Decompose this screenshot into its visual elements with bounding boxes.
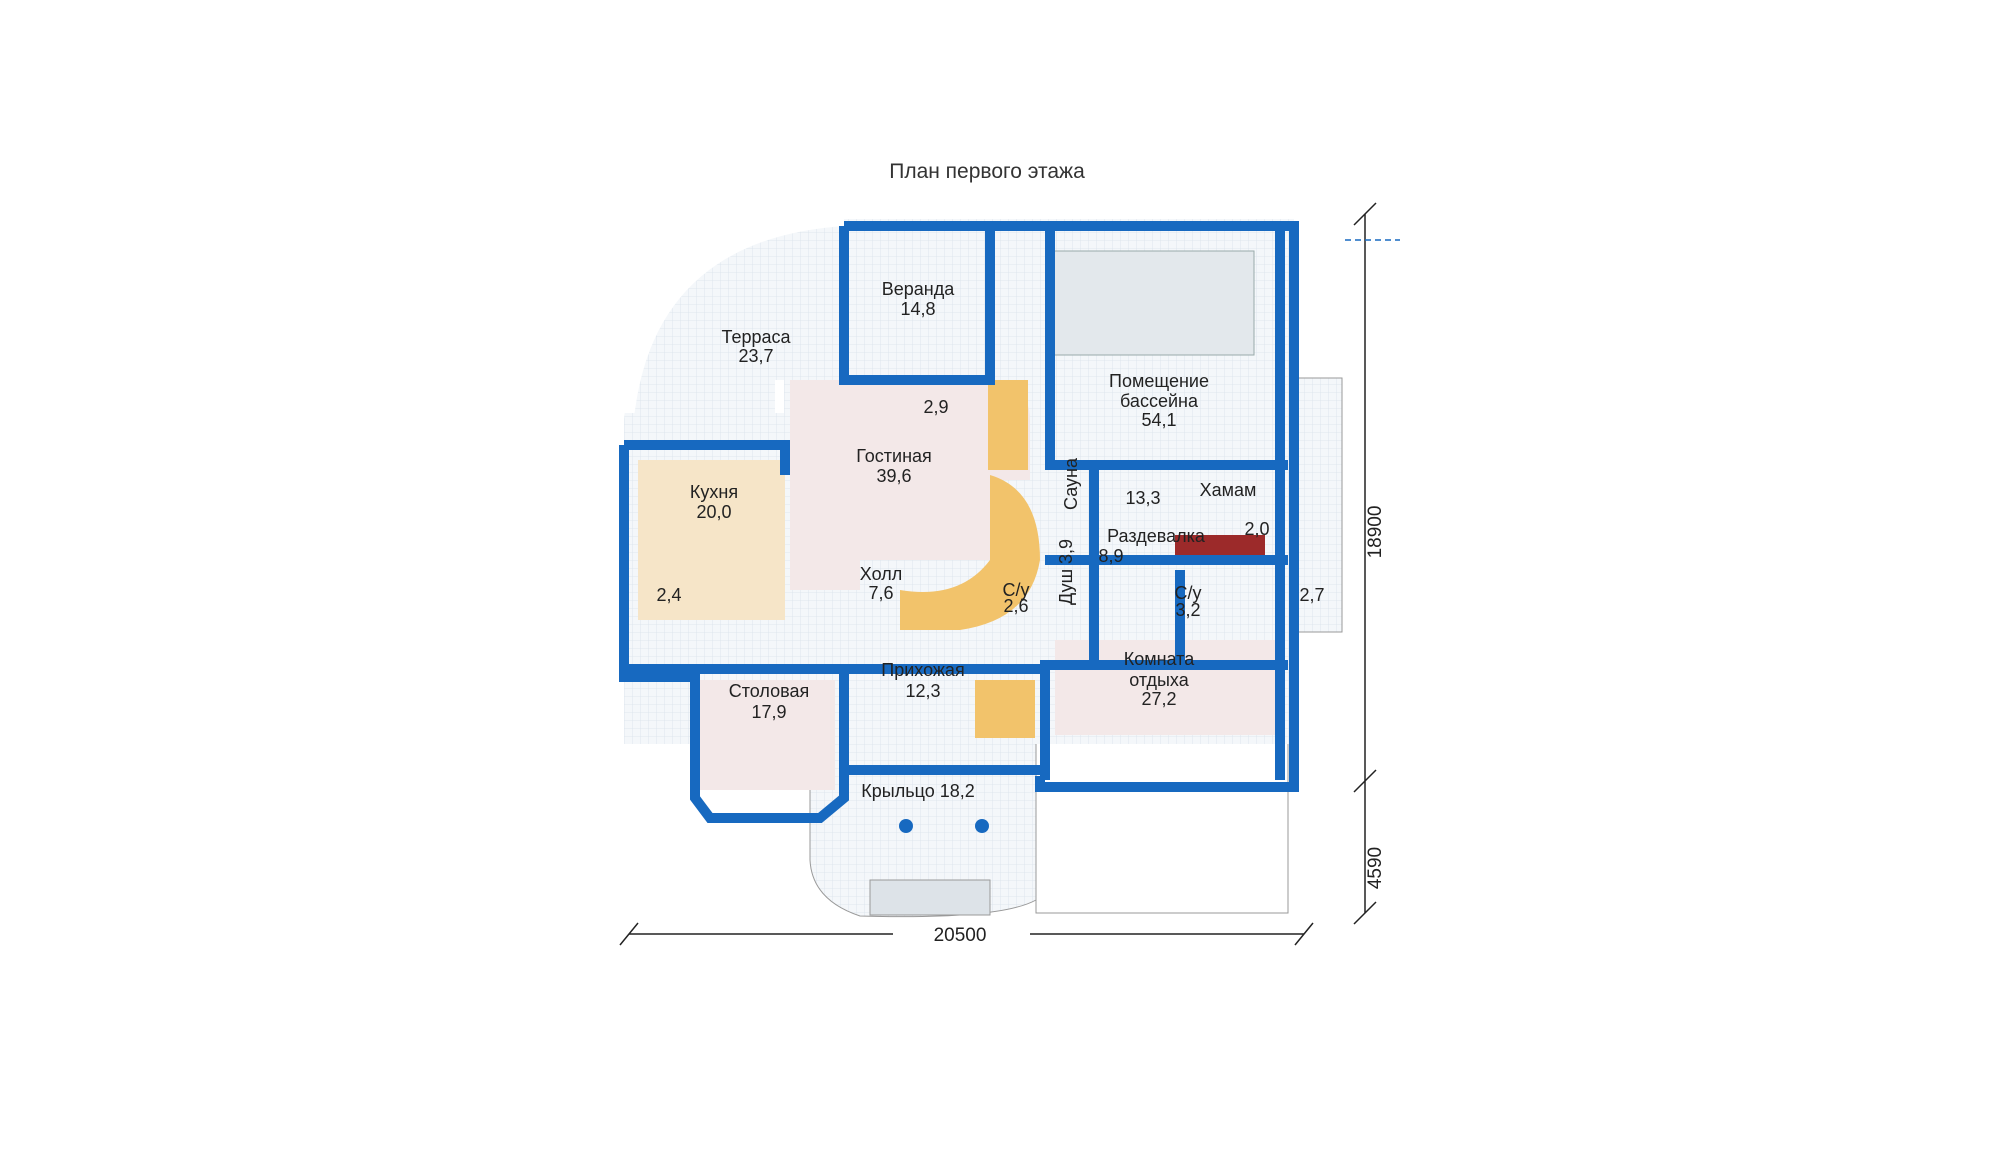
dining-label: Столовая [729,681,810,701]
area-2-4: 2,4 [656,585,681,605]
veranda-label: Веранда [882,279,955,299]
living-area: 39,6 [876,466,911,486]
shower-label: Душ 3,9 [1056,539,1076,605]
terrace-label: Терраса [721,327,791,347]
porch-label: Крыльцо 18,2 [861,781,974,801]
entry-label: Прихожая [881,660,964,680]
hall-area: 7,6 [868,583,893,603]
room-labels: Веранда 14,8 Терраса 23,7 2,9 Гостиная 3… [656,279,1324,801]
depth-extra-dimension: 4590 [1365,847,1386,889]
area-2-7: 2,7 [1299,585,1324,605]
sauna-label: Сауна [1061,457,1081,510]
plan-title: План первого этажа [889,160,1085,183]
column-icon [899,819,913,833]
wc2-label: С/у [1175,583,1202,603]
walls [619,221,1299,823]
hall-label: Холл [860,564,902,584]
rest-label-2: отдыха [1129,670,1190,690]
kitchen-label: Кухня [690,482,738,502]
entry-stairs [975,680,1035,738]
porch-area [809,737,1037,918]
rest-area: 27,2 [1141,689,1176,709]
wc1-label: С/у [1003,580,1030,600]
kitchen-area: 20,0 [696,502,731,522]
area-13-3: 13,3 [1125,488,1160,508]
depth-main-dimension: 18900 [1365,506,1386,559]
main-stairs [900,475,1040,630]
side-stairs [1293,377,1343,633]
wc2-area: 3,2 [1175,600,1200,620]
pool [1045,250,1255,356]
area-2-9: 2,9 [923,397,948,417]
changing-area: 8,9 [1098,546,1123,566]
living-floor [790,380,1030,590]
terrace-area: 23,7 [738,346,773,366]
pool-label-2: бассейна [1120,391,1199,411]
porch-stairs [869,879,991,916]
changing-label: Раздевалка [1107,526,1206,546]
dining-floor [695,680,835,790]
annex-outline [1035,739,1289,914]
width-dimension: 20500 [934,925,987,946]
veranda-area: 14,8 [900,299,935,319]
kitchen-floor [638,460,785,620]
entry-area: 12,3 [905,681,940,701]
pool-label-1: Помещение [1109,371,1209,391]
hamam-label: Хамам [1200,480,1257,500]
wc1-area: 2,6 [1003,596,1028,616]
dimension-lines [619,202,1400,946]
column-icon [975,819,989,833]
area-2-0: 2,0 [1244,519,1269,539]
living-label: Гостиная [856,446,932,466]
pool-area: 54,1 [1141,410,1176,430]
rest-label-1: Комната [1124,649,1195,669]
dining-area: 17,9 [751,702,786,722]
